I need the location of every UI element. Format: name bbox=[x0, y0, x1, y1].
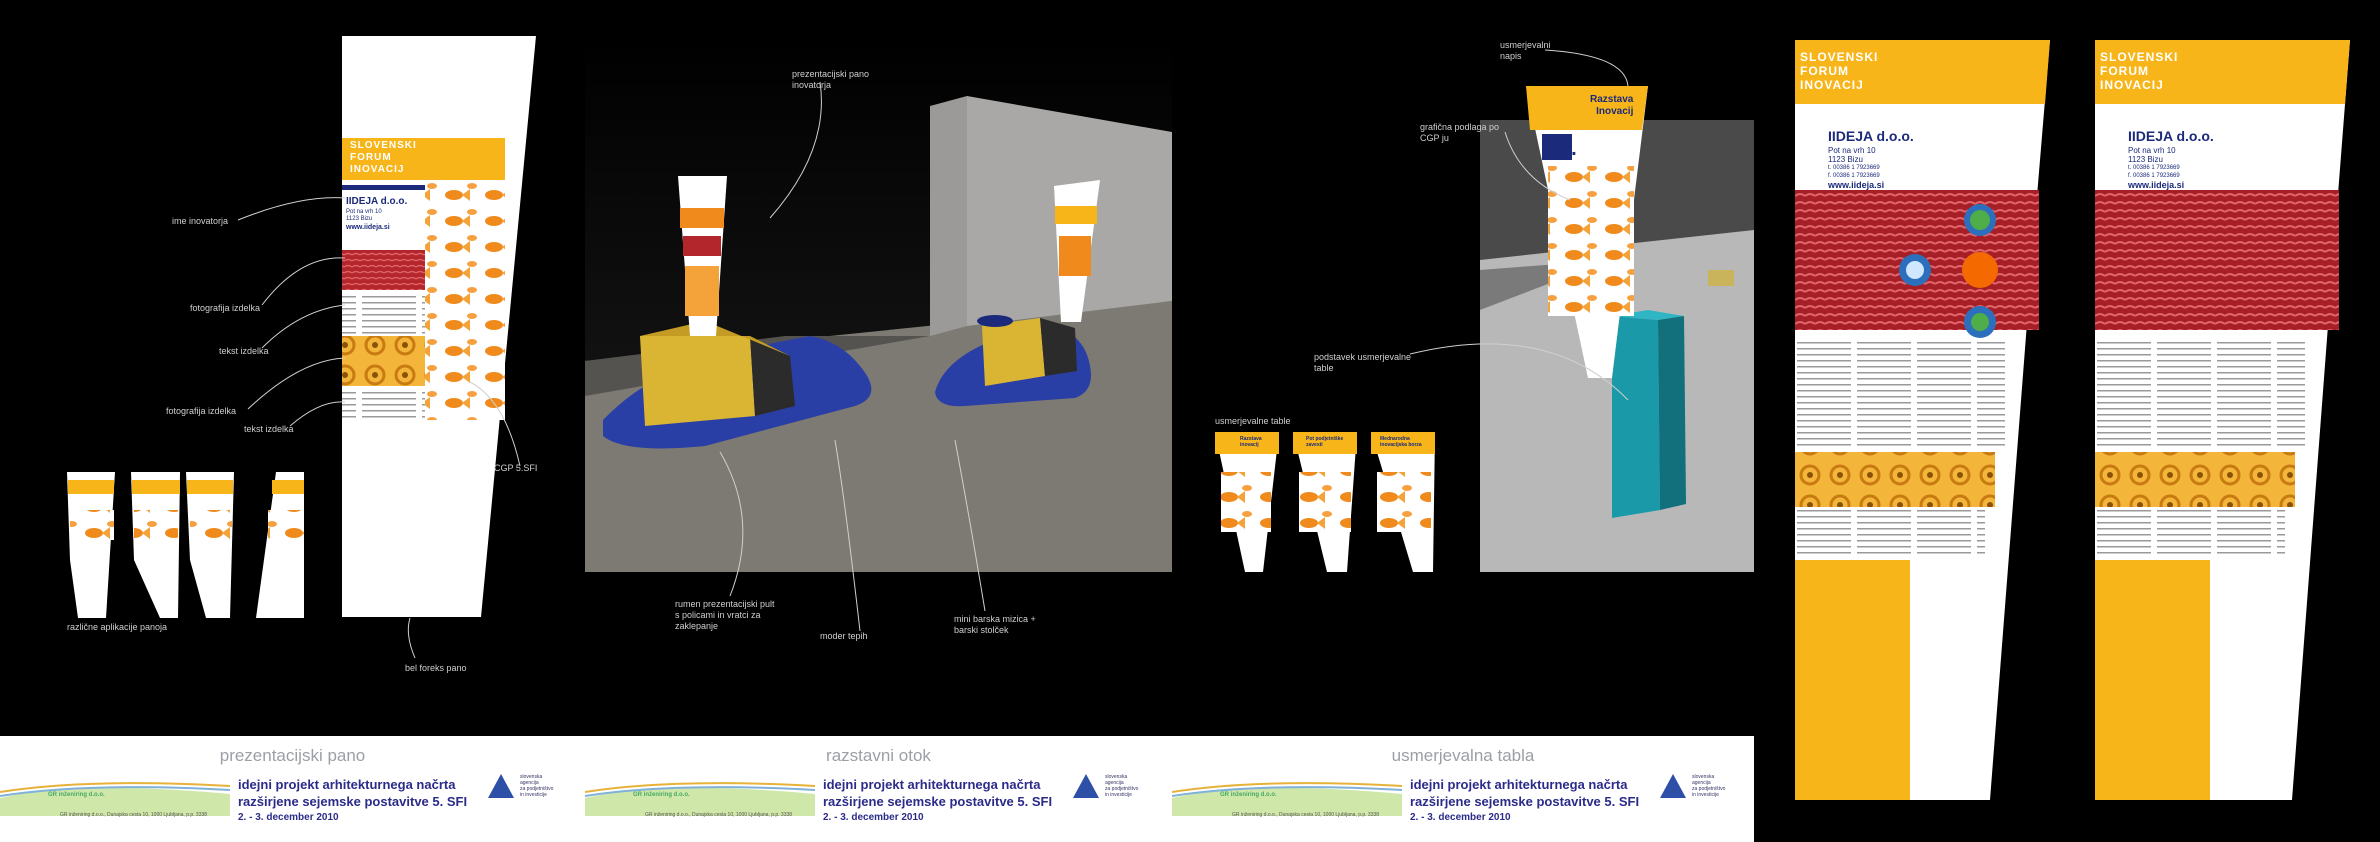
footer-address-1: GR inženiring d.o.o., Dunajska cesta 10,… bbox=[60, 812, 208, 818]
panel-yarn-photo bbox=[342, 250, 425, 290]
large-panel-a-brand: SLOVENSKI FORUM INOVACIJ bbox=[1800, 50, 1879, 92]
japti-logo-icon bbox=[1073, 774, 1099, 798]
large-panel-a-company: IIDEJA d.o.o. bbox=[1828, 128, 1914, 144]
directional-sign-big bbox=[1526, 86, 1648, 378]
footer-date-3: 2. - 3. december 2010 bbox=[1410, 812, 1511, 823]
panel-address: Pot na vrh 10 1123 Bizu bbox=[346, 209, 382, 222]
label-podstavek: podstavek usmerjevalne table bbox=[1314, 352, 1412, 373]
label-prezentacijski-pano: prezentacijski pano inovatorja bbox=[792, 69, 870, 90]
sign-main-title: Razstava Inovacij bbox=[1590, 94, 1634, 117]
small-signs bbox=[1215, 432, 1435, 572]
footer-date-2: 2. - 3. december 2010 bbox=[823, 812, 924, 823]
panel-header-yellow bbox=[342, 138, 505, 180]
footer-address-2: GR inženiring d.o.o., Dunajska cesta 10,… bbox=[645, 812, 793, 818]
sign3-text: Mednarodna inovacijska borza bbox=[1380, 436, 1422, 448]
large-panel-a-web: www.iideja.si bbox=[1828, 180, 1885, 190]
footer-heading-3: idejni projekt arhitekturnega načrta raz… bbox=[1410, 777, 1640, 809]
label-usmerjevalne-table: usmerjevalne table bbox=[1215, 416, 1291, 426]
footer-brand-1: GR inženiring d.o.o. bbox=[48, 792, 105, 798]
footer-logo-text-3: slovenska agencija za podjetništvo in in… bbox=[1692, 774, 1726, 798]
large-panel-a-address: Pot na vrh 10 1123 Bizu bbox=[1828, 146, 1876, 164]
label-graficna-podlaga: grafična podlaga po CGP ju bbox=[1420, 122, 1500, 143]
footer-swoosh-2 bbox=[585, 782, 815, 816]
sign2-text: Pot podjetniške zavesti bbox=[1306, 436, 1344, 448]
footer-title-3: usmerjevalna tabla bbox=[1391, 746, 1535, 765]
yellow-counter-2 bbox=[982, 318, 1045, 386]
sign1-text: Razstava inovacij bbox=[1240, 436, 1262, 448]
label-razlicne-aplikacije: različne aplikacije panoja bbox=[67, 622, 168, 632]
small-panels bbox=[67, 472, 304, 618]
panel-drawing bbox=[67, 36, 536, 618]
label-usmerjevalni-napis: usmerjevalni napis bbox=[1500, 40, 1551, 61]
label-bel-foreks: bel foreks pano bbox=[405, 663, 467, 673]
large-panel-a-yellow-block bbox=[1795, 560, 1910, 800]
label-fotografija-izdelka-2: fotografija izdelka bbox=[166, 406, 237, 416]
japti-logo-icon bbox=[1660, 774, 1686, 798]
back-wall bbox=[930, 96, 967, 336]
bar-table bbox=[977, 315, 1013, 327]
panel-brand-text: SLOVENSKI FORUM INOVACIJ bbox=[350, 140, 417, 175]
footer-title-1: prezentacijski pano bbox=[219, 746, 366, 765]
footer-swoosh-1 bbox=[0, 782, 230, 816]
footer-logo-text-2: slovenska agencija za podjetništvo in in… bbox=[1105, 774, 1139, 798]
label-ime-inovatorja: ime inovatorja bbox=[172, 216, 229, 226]
large-panel-b-company: IIDEJA d.o.o. bbox=[2128, 128, 2214, 144]
japti-logo-icon bbox=[488, 774, 514, 798]
footer-brand-2: GR inženiring d.o.o. bbox=[633, 792, 690, 798]
footer-title-2: razstavni otok bbox=[826, 746, 931, 765]
panel-gears-photo bbox=[342, 336, 425, 386]
label-fotografija-izdelka-1: fotografija izdelka bbox=[190, 303, 261, 313]
panel-company-name: IIDEJA d.o.o. bbox=[346, 196, 408, 207]
large-panel-b-address: Pot na vrh 10 1123 Bizu bbox=[2128, 146, 2176, 164]
panel-fish-strip bbox=[425, 180, 505, 420]
footer-section-3: usmerjevalna tabla GR inženiring d.o.o. … bbox=[1172, 736, 1754, 842]
label-cgp-sfi: CGP 5.SFI bbox=[494, 463, 538, 473]
panel-web: www.iideja.si bbox=[346, 224, 390, 231]
large-panel-b-yellow-block bbox=[2095, 560, 2210, 800]
footer-heading-1: idejni projekt arhitekturnega načrta raz… bbox=[238, 777, 468, 809]
label-moder-tepih: moder tepih bbox=[820, 631, 868, 641]
large-panel-a-phones: t. 00386 1 7923669 f. 00386 1 7923669 bbox=[1828, 165, 1880, 179]
footer-logo-text-1: slovenska agencija za podjetništvo in in… bbox=[520, 774, 554, 798]
large-panel-b-web: www.iideja.si bbox=[2128, 180, 2185, 190]
label-tekst-izdelka-2: tekst izdelka bbox=[244, 424, 294, 434]
footer-address-3: GR inženiring d.o.o., Dunajska cesta 10,… bbox=[1232, 812, 1380, 818]
footer-section-2: razstavni otok GR inženiring d.o.o. GR i… bbox=[585, 736, 1172, 842]
label-rumen-pult: rumen prezentacijski pult s policami in … bbox=[675, 599, 775, 631]
yellow-counter-1 bbox=[640, 336, 755, 426]
large-panel-designs bbox=[1795, 40, 2350, 800]
large-panel-b-brand: SLOVENSKI FORUM INOVACIJ bbox=[2100, 50, 2179, 92]
footer-date-1: 2. - 3. december 2010 bbox=[238, 812, 339, 823]
footer-brand-3: GR inženiring d.o.o. bbox=[1220, 792, 1277, 798]
island-render bbox=[585, 36, 1172, 572]
footer-heading-2: idejni projekt arhitekturnega načrta raz… bbox=[823, 777, 1053, 809]
label-tekst-izdelka-1: tekst izdelka bbox=[219, 346, 269, 356]
sign-number: 5. bbox=[1560, 138, 1577, 160]
footer-swoosh-3 bbox=[1172, 782, 1402, 816]
footer-section-1: prezentacijski pano GR inženiring d.o.o.… bbox=[0, 736, 585, 842]
large-panel-b-phones: t. 00386 1 7923669 f. 00386 1 7923669 bbox=[2128, 165, 2180, 179]
label-mini-barska: mini barska mizica + barski stolček bbox=[954, 614, 1036, 635]
